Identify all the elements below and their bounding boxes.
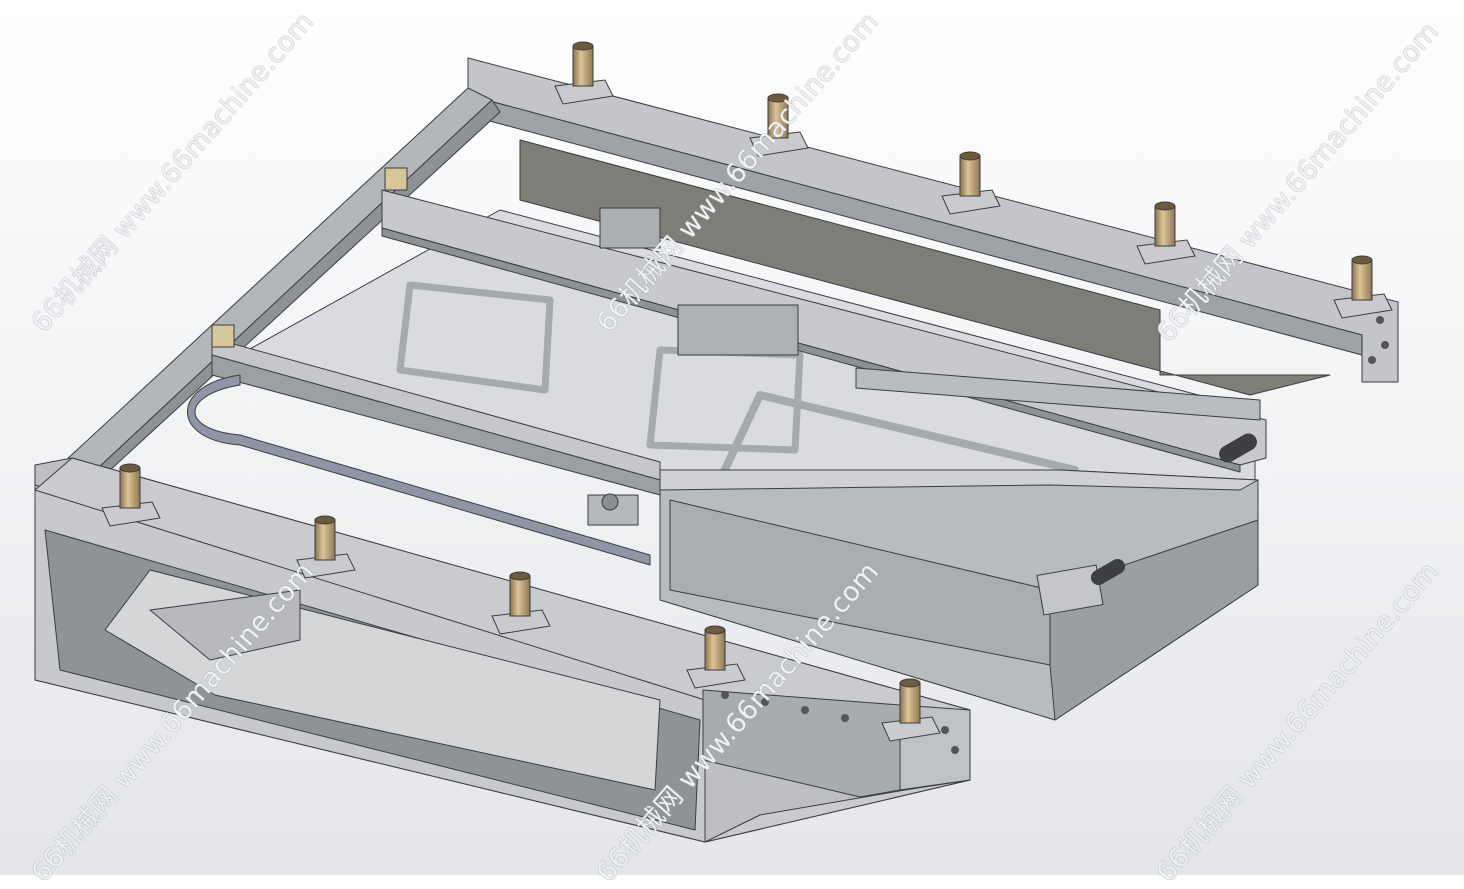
inner-frame-left [396,281,554,394]
linear-bearings [101,41,1393,742]
roller-handle [1219,433,1257,463]
cable-chain [187,374,651,566]
bearing [1136,201,1196,265]
back-panel [519,139,1331,396]
end-block [702,689,901,798]
bearing [749,93,809,157]
bearing [101,463,161,527]
bearing [491,571,551,635]
bearing [686,625,746,689]
bearing [554,41,614,105]
bearing [941,151,1001,215]
bearing [296,515,356,579]
bearing [881,678,941,742]
bearing [1333,255,1393,319]
